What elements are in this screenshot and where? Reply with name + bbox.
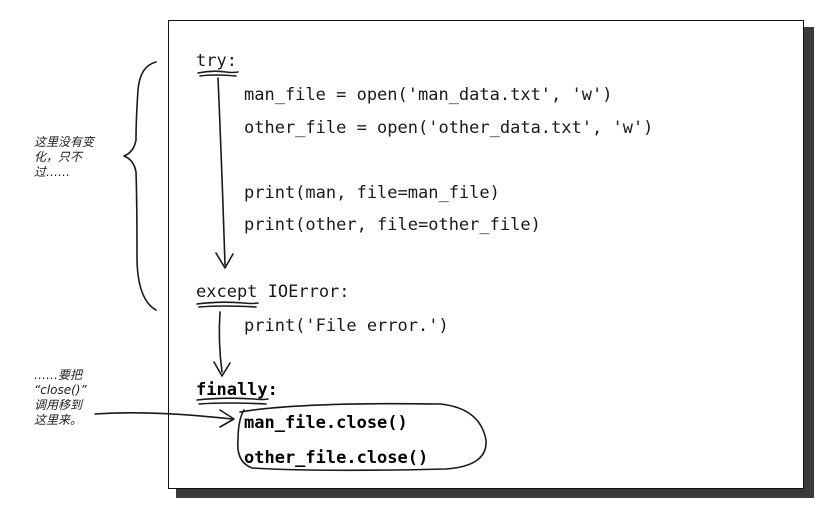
code-line-finally: finally: bbox=[196, 380, 278, 400]
left-brace bbox=[123, 61, 157, 311]
code-line-try: try: bbox=[196, 51, 237, 71]
code-line-close-other: other_file.close() bbox=[244, 448, 429, 468]
code-line-close-man: man_file.close() bbox=[244, 413, 408, 433]
code-line-print-error: print('File error.') bbox=[244, 316, 449, 336]
code-line-open-other: other_file = open('other_data.txt', 'w') bbox=[244, 118, 654, 138]
annotation-no-change: 这里没有变 化，只不 过…… bbox=[34, 135, 95, 179]
code-line-except: except IOError: bbox=[196, 282, 350, 302]
annotation-move-close: ……要把 “close()” 调用移到 这里来。 bbox=[34, 368, 87, 427]
code-line-print-man: print(man, file=man_file) bbox=[244, 183, 500, 203]
code-line-print-other: print(other, file=other_file) bbox=[244, 215, 541, 235]
code-line-open-man: man_file = open('man_data.txt', 'w') bbox=[244, 85, 613, 105]
